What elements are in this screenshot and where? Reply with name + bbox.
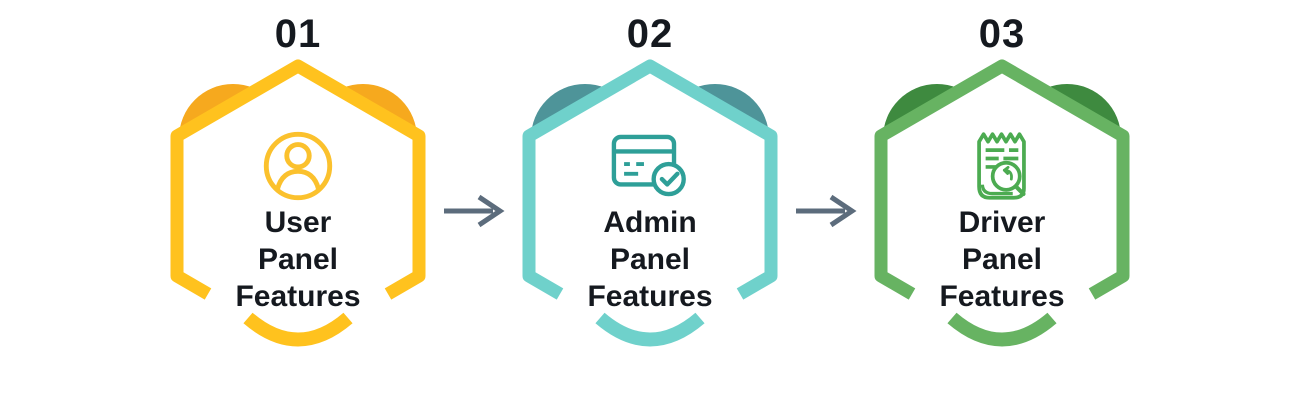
step-title: User Panel Features xyxy=(153,204,443,315)
admin-panel-check-icon xyxy=(611,134,687,197)
check-mark xyxy=(659,171,680,187)
flow-arrow-1 xyxy=(444,194,505,228)
step-badge-driver-panel: 03 Driver Panel Features xyxy=(857,12,1147,356)
hexagon-fill xyxy=(177,66,419,346)
hexagon-fill xyxy=(529,66,771,346)
magnifier-handle xyxy=(1014,184,1027,197)
avatar-shoulders xyxy=(275,168,321,190)
receipt-magnifier-icon xyxy=(977,132,1027,200)
receipt-page-curl xyxy=(981,184,1014,196)
hexagon-badge-graphic xyxy=(522,59,778,347)
receipt-outline xyxy=(977,132,1027,200)
hexagon-badge-graphic xyxy=(170,59,426,347)
magnifier-lens xyxy=(991,160,1023,192)
arrow-head xyxy=(829,194,857,228)
step-title-line: User xyxy=(264,206,332,239)
avatar-head xyxy=(284,142,312,170)
hexagon-frame xyxy=(170,59,426,300)
step-icon-wrap xyxy=(153,120,443,212)
hexagon-frame xyxy=(874,59,1130,300)
step-number: 02 xyxy=(626,11,674,56)
hexagon-badge-graphic xyxy=(874,59,1130,347)
arrow-head xyxy=(477,194,505,228)
step-badge-user-panel: 01 User Panel Features xyxy=(153,12,443,356)
step-title-line: Panel xyxy=(609,243,691,276)
avatar-ring xyxy=(263,131,333,201)
hexagon-frame xyxy=(522,59,778,300)
flow-arrow-2 xyxy=(796,194,857,228)
step-title: Driver Panel Features xyxy=(857,204,1147,315)
step-title-line: Panel xyxy=(961,243,1043,276)
user-avatar-icon xyxy=(263,131,333,201)
step-number: 01 xyxy=(274,11,322,56)
step-icon-wrap xyxy=(505,120,795,212)
lens-arrow-glyph xyxy=(1003,166,1014,181)
step-title-line: Features xyxy=(587,280,713,313)
hexagon-bottom-chevron xyxy=(595,312,705,347)
step-title-line: Driver xyxy=(958,206,1046,239)
receipt-text-lines xyxy=(986,148,1019,169)
hexagon-bottom-chevron xyxy=(243,312,353,347)
card-outline xyxy=(611,134,677,187)
step-title: Admin Panel Features xyxy=(505,204,795,315)
process-diagram: 01 User Panel Features 02 xyxy=(153,12,1147,356)
step-number: 03 xyxy=(978,11,1026,56)
step-title-line: Admin xyxy=(603,206,697,239)
card-text-dashes xyxy=(624,162,645,176)
step-title-line: Panel xyxy=(257,243,339,276)
step-title-line: Features xyxy=(235,280,361,313)
step-badge-admin-panel: 02 Admin Panel Features xyxy=(505,12,795,356)
check-circle xyxy=(651,161,687,197)
step-title-line: Features xyxy=(939,280,1065,313)
step-icon-wrap xyxy=(857,120,1147,212)
hexagon-bottom-chevron xyxy=(947,312,1057,347)
hexagon-fill xyxy=(881,66,1123,346)
